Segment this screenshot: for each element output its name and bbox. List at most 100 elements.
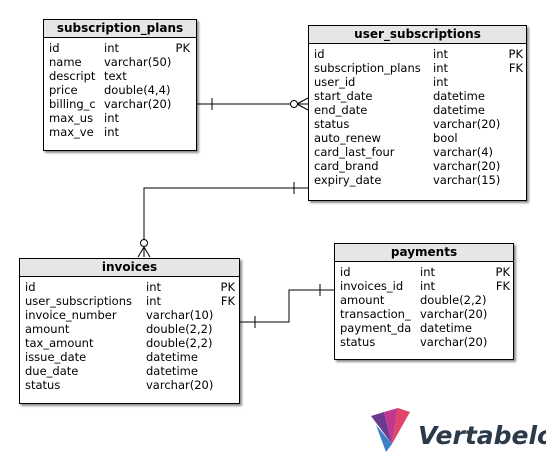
column-name: invoices_id <box>340 279 404 293</box>
table-row: price double(4,4) <box>44 83 196 97</box>
column-name: tax_amount <box>25 336 94 350</box>
column-name: max_ve <box>49 125 94 139</box>
table-row: amount double(2,2) <box>20 322 239 336</box>
table-row: id int PK <box>44 41 196 55</box>
column-type: varchar(10) <box>146 308 214 322</box>
column-name: price <box>49 83 78 97</box>
table-row: subscription_plans int FK <box>309 61 526 75</box>
column-name: descript <box>49 69 96 83</box>
table-row: card_last_four varchar(4) <box>309 145 526 159</box>
column-key: PK <box>220 280 235 294</box>
column-name: amount <box>25 322 70 336</box>
column-name: status <box>25 378 61 392</box>
column-type: datetime <box>433 103 485 117</box>
column-name: user_subscriptions <box>25 294 132 308</box>
column-type: varchar(50) <box>104 55 172 69</box>
table-row: payment_da datetime <box>335 321 513 335</box>
table-row: status varchar(20) <box>335 335 513 349</box>
column-name: id <box>49 41 60 55</box>
column-type: varchar(4) <box>433 145 494 159</box>
column-key: FK <box>508 61 523 75</box>
column-type: int <box>420 279 435 293</box>
column-name: id <box>314 47 325 61</box>
column-key: PK <box>175 41 190 55</box>
table-title: payments <box>335 244 513 262</box>
column-name: card_last_four <box>314 145 395 159</box>
column-type: int <box>146 294 161 308</box>
relationship-subscriptions-invoices <box>137 182 308 258</box>
relationship-invoices-payments <box>239 284 334 328</box>
column-name: user_id <box>314 75 356 89</box>
column-key: FK <box>220 294 235 308</box>
column-type: varchar(15) <box>433 173 501 187</box>
column-type: int <box>104 41 119 55</box>
column-name: auto_renew <box>314 131 381 145</box>
column-type: datetime <box>433 89 485 103</box>
column-type: double(2,2) <box>420 293 487 307</box>
column-name: payment_da <box>340 321 412 335</box>
column-type: int <box>146 280 161 294</box>
table-row: amount double(2,2) <box>335 293 513 307</box>
table-row: invoice_number varchar(10) <box>20 308 239 322</box>
table-row: status varchar(20) <box>20 378 239 392</box>
column-type: int <box>433 61 448 75</box>
table-row: user_subscriptions int FK <box>20 294 239 308</box>
crowfoot-marker <box>137 246 145 258</box>
column-name: status <box>340 335 376 349</box>
column-type: double(4,4) <box>104 83 171 97</box>
column-name: amount <box>340 293 385 307</box>
crowfoot-marker <box>296 97 309 105</box>
column-type: bool <box>433 131 458 145</box>
column-type: int <box>420 265 435 279</box>
column-type: double(2,2) <box>146 322 213 336</box>
column-key: PK <box>508 47 523 61</box>
table-row: issue_date datetime <box>20 350 239 364</box>
column-type: varchar(20) <box>420 307 488 321</box>
column-name: issue_date <box>25 350 87 364</box>
column-type: varchar(20) <box>420 335 488 349</box>
column-name: invoice_number <box>25 308 117 322</box>
column-type: datetime <box>420 321 472 335</box>
optional-marker <box>140 239 148 247</box>
table-row: id int PK <box>20 280 239 294</box>
column-type: int <box>433 47 448 61</box>
column-name: id <box>25 280 36 294</box>
table-title: subscription_plans <box>44 20 196 38</box>
column-name: id <box>340 265 351 279</box>
column-key: PK <box>495 265 510 279</box>
column-type: datetime <box>146 350 198 364</box>
table-row: expiry_date varchar(15) <box>309 173 526 187</box>
column-name: subscription_plans <box>314 61 421 75</box>
table-row: end_date datetime <box>309 103 526 117</box>
logo-facet <box>392 408 410 444</box>
table-row: descript text <box>44 69 196 83</box>
column-type: varchar(20) <box>433 117 501 131</box>
column-name: max_us <box>49 111 94 125</box>
table-title: user_subscriptions <box>309 26 526 44</box>
column-name: card_brand <box>314 159 379 173</box>
logo-facet <box>384 408 398 444</box>
table-title: invoices <box>20 259 239 277</box>
column-type: text <box>104 69 127 83</box>
column-name: transaction_ <box>340 307 411 321</box>
column-type: varchar(20) <box>146 378 214 392</box>
column-name: expiry_date <box>314 173 382 187</box>
column-type: datetime <box>146 364 198 378</box>
column-name: end_date <box>314 103 368 117</box>
